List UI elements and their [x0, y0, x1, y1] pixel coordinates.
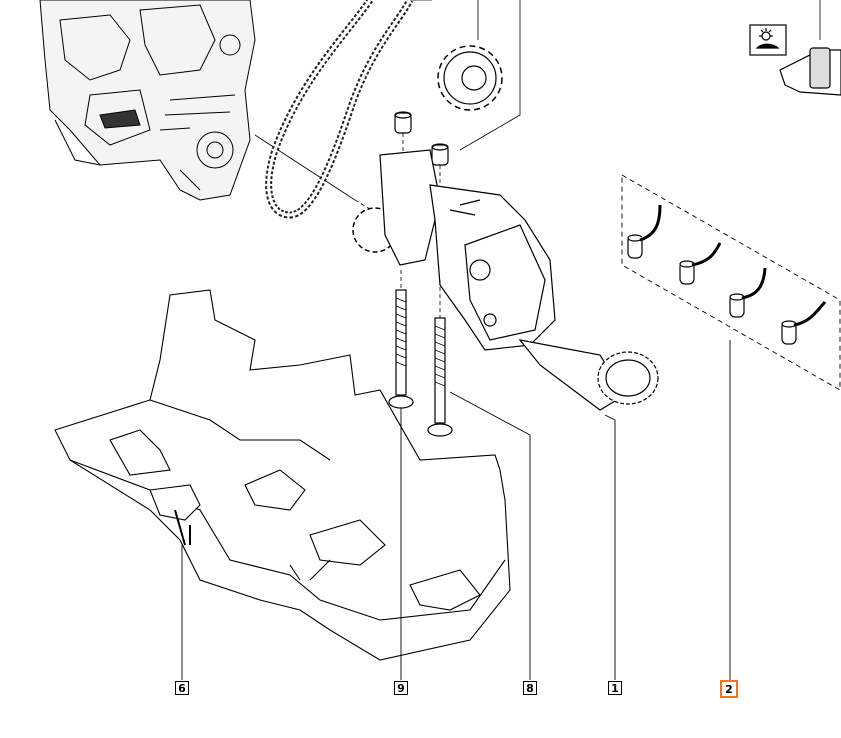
oil-pump — [352, 149, 659, 411]
oil-pan-baffle — [54, 289, 511, 661]
callout-leaders — [181, 340, 731, 680]
timing-chain — [265, 0, 432, 219]
oil-spray-jets — [621, 174, 841, 391]
callout-9[interactable]: 9 — [394, 681, 408, 695]
engine-drawing — [39, 0, 256, 201]
callout-8[interactable]: 8 — [523, 681, 537, 695]
sprocket — [437, 0, 521, 151]
callout-6[interactable]: 6 — [175, 681, 189, 695]
bolt — [388, 270, 453, 437]
callout-2[interactable]: 2 — [720, 680, 738, 698]
callout-1[interactable]: 1 — [608, 681, 622, 695]
oil-pressure-switch — [779, 0, 841, 96]
oil-pressure-warning-icon — [749, 24, 787, 56]
